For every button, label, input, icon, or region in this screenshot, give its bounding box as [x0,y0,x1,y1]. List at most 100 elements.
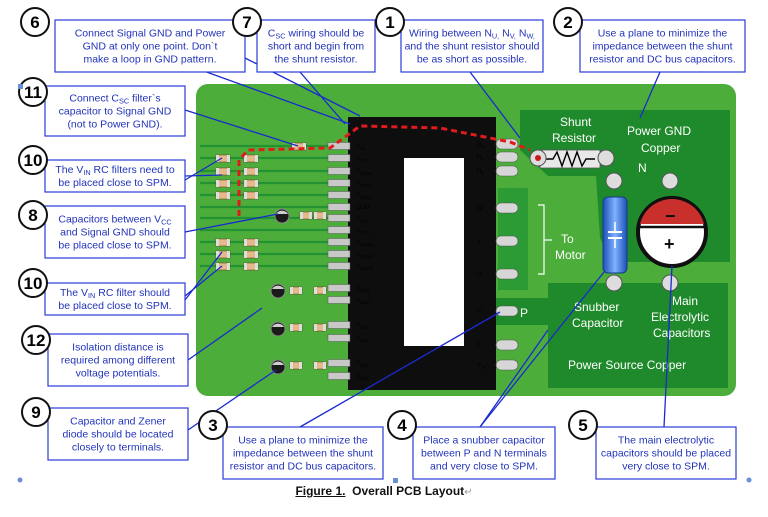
resistor [313,211,327,220]
snubber-label-1: Snubber [574,300,619,314]
resistor [289,323,303,332]
spm-right-pin-label: NU [477,169,484,176]
spm-right-pin-label: U [477,272,481,278]
resistor [215,262,231,271]
callout-text: diode should be located [63,429,174,441]
callout-text: voltage potentials. [76,368,161,380]
callout-number-badge [568,410,598,440]
callout-text: Connect Signal GND and Power [75,28,226,40]
callout-number-badge [18,77,48,107]
resistor [243,167,259,176]
spm-left-pin-label: VIN(WH) [356,240,375,247]
callout-box [256,19,376,73]
main-cap-label-2: Electrolytic [651,310,709,324]
spm-window [404,158,464,346]
figure-title: Overall PCB Layout [352,484,465,498]
resistor [243,250,259,259]
spm-left-pin-label: VB(U) [356,374,369,381]
callout-leader-line [184,213,279,233]
callout-leader-line [184,251,223,301]
spm-left-pin-label: VCCH [356,228,369,235]
spm-left-pin [327,334,351,342]
callout-number-badge [18,268,48,298]
passive-components [215,142,327,375]
power-gnd-label: Power GND [627,124,691,138]
callout-text: Capacitor and Zener [70,416,166,428]
callout-text: closely to terminals. [72,442,164,454]
resistor [289,286,303,295]
callout-leaders [184,57,673,431]
resistor [243,191,259,200]
spm-left-pin-label: VFO [356,156,367,163]
spm-left-pin [327,296,351,304]
spm-left-pin [327,203,351,211]
shunt-pad-left-core [535,155,541,161]
callout-leader-line [184,157,223,181]
spm-left-pin [327,359,351,367]
small-electrolytic-capacitor [274,208,290,224]
callout-number-badge [20,7,50,37]
resistor [313,323,327,332]
to-motor-label-2: Motor [555,248,586,262]
callout-text: impedance between the shunt [592,41,732,53]
callout-text: make a loop in GND pattern. [83,54,216,66]
spm-left-pin-label: VB(V) [356,336,369,343]
power-source-copper-label: Power Source Copper [568,358,686,372]
spm-right-pin [495,305,519,317]
callout-box [54,19,246,73]
spm-left-pin-label: VIN(VH) [356,252,373,259]
callout-number: 1 [385,13,394,32]
resistor [215,191,231,200]
p-terminal-label: P [520,306,528,320]
spm-right-pin-label: NW [477,142,485,149]
callout-box [47,407,189,461]
spm-left-pin-label: VIN(WL) [356,169,374,176]
callout-leader-line [187,307,263,361]
resistor [215,154,231,163]
callout-box [412,426,556,480]
spm-right-pin-label: P [477,309,481,315]
callout-text: Place a snubber capacitor [423,435,545,447]
callout-text: Use a plane to minimize the [598,28,728,40]
spm-left-pin [327,191,351,199]
spm-left-pin [327,214,351,222]
callout-text: and Signal GND should [60,227,170,239]
to-motor-label-1: To [561,232,574,246]
callout-number-badge [375,7,405,37]
resistor [299,211,313,220]
figure-number: Figure 1. [295,484,346,498]
main-cap-label-3: Capacitors [653,326,710,340]
spm-right-pin [495,202,519,214]
callout-number: 5 [578,416,587,435]
resistor [243,238,259,247]
callout-number: 3 [208,416,217,435]
callout-number-badge [198,410,228,440]
small-electrolytic-capacitor [270,321,286,337]
spm-left-pin-label: COM [356,205,370,211]
callout-text: capacitor to Signal GND [59,106,172,118]
callout-text: very close to SPM. [622,461,710,473]
callout-text: Isolation distance is [72,342,164,354]
spm-left-pin-label: VIN(VL) [356,181,373,188]
p-terminal-copper [494,298,548,325]
callout-text: short and begin from [268,41,365,53]
spm-left-pin-label: VB(W) [356,298,370,305]
callout-text: Use a plane to minimize the [238,435,368,447]
capacitor-negative-band [640,199,704,224]
callout-text: resistor and DC bus capacitors. [230,461,376,473]
spm-left-pin-label: VIN(UL) [356,193,373,200]
callout: Wiring between NU, NV, NW,and the shunt … [375,7,544,73]
resistor [243,262,259,271]
resistor [289,361,303,370]
callout-text: The VIN RC filters need to [55,164,175,177]
callout-leader-line [639,71,661,119]
spm-left-pin [327,321,351,329]
